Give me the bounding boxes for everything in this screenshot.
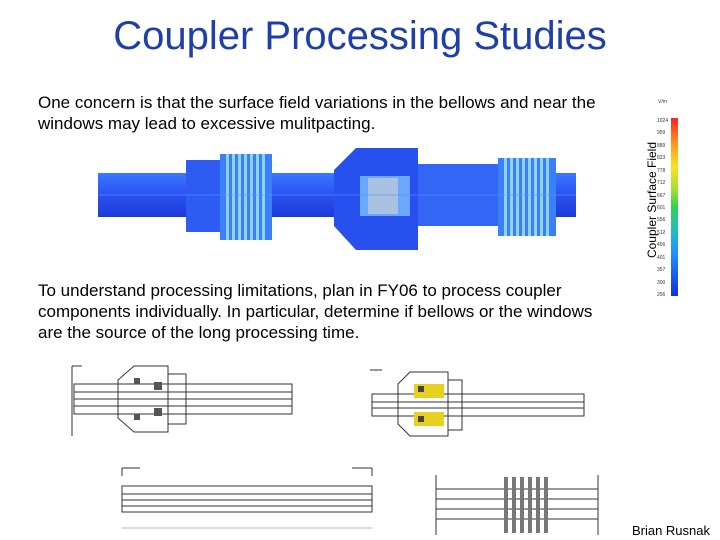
colorbar-tick: 959 xyxy=(657,130,666,137)
plan-paragraph: To understand processing limitations, pl… xyxy=(38,281,593,342)
colorbar-tick: 357 xyxy=(657,267,666,274)
intro-paragraph: One concern is that the surface field va… xyxy=(38,93,596,133)
component-drawing-window xyxy=(370,369,585,437)
coupler-field-render xyxy=(98,148,576,250)
page-title: Coupler Processing Studies xyxy=(113,14,607,58)
colorbar-tick: 256 xyxy=(657,292,666,298)
left-bellows xyxy=(220,154,272,240)
component-drawing-coupler xyxy=(71,365,293,436)
colorbar-tick: 401 xyxy=(657,254,666,261)
component-drawing-bellows xyxy=(435,475,599,535)
colorbar xyxy=(671,118,678,296)
colorbar-tick: 823 xyxy=(657,155,666,162)
author-name: Brian Rusnak xyxy=(631,523,710,538)
colorbar-tick: 889 xyxy=(657,142,666,149)
right-bellows xyxy=(498,158,556,236)
colorbar-unit: V/m xyxy=(658,99,667,105)
colorbar-tick: 512 xyxy=(657,229,666,236)
colorbar-tick: 601 xyxy=(657,205,666,211)
colorbar-tick: 300 xyxy=(657,279,666,286)
colorbar-label: Coupler Surface Field xyxy=(645,141,659,259)
colorbar-tick: 778 xyxy=(657,167,666,174)
colorbar-tick: 667 xyxy=(657,192,666,199)
colorbar-tick: 712 xyxy=(657,180,666,187)
colorbar-tick: 456 xyxy=(657,242,666,249)
component-drawing-pipe xyxy=(121,467,373,529)
colorbar-tick: 1024 xyxy=(657,118,669,124)
colorbar-tick: 556 xyxy=(657,217,666,224)
colorbar-ticks: 1024 959 889 823 778 712 667 601 556 512 456 401 357… xyxy=(657,118,671,298)
